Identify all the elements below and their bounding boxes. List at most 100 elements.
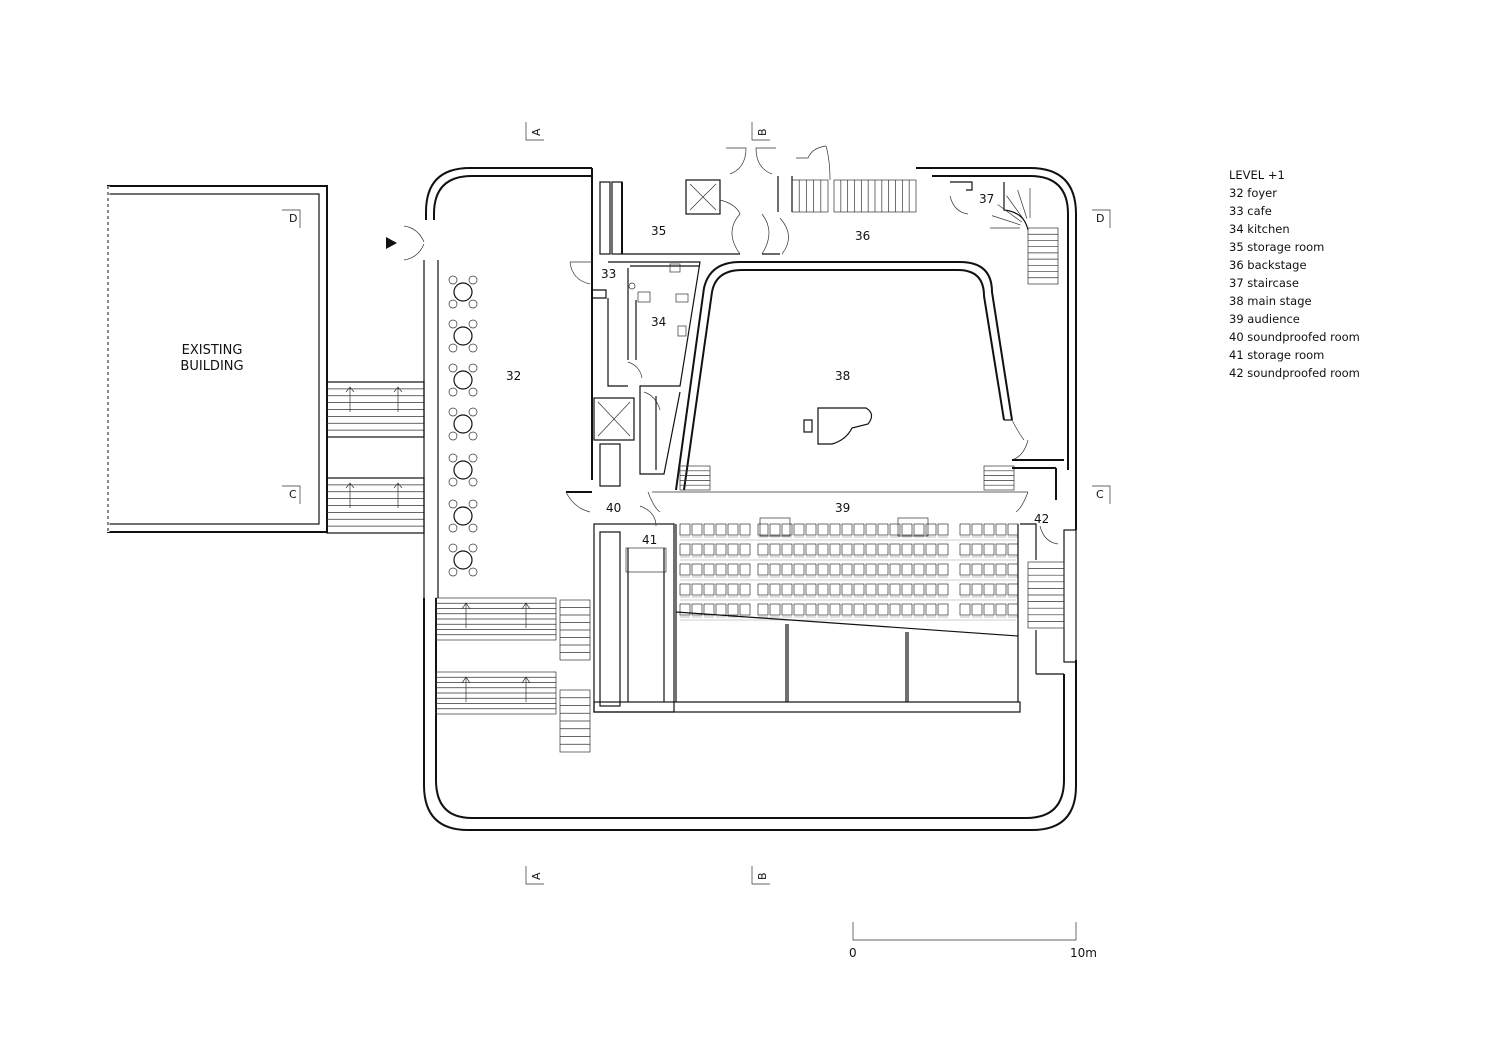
seat-icon — [913, 563, 925, 576]
legend-item: 40 soundproofed room — [1229, 330, 1360, 344]
legend-item: 42 soundproofed room — [1229, 366, 1360, 380]
seat-icon — [925, 523, 937, 536]
seat-icon — [1007, 563, 1019, 576]
existing-building-label-line2: BUILDING — [180, 359, 243, 374]
seat-icon — [781, 583, 793, 596]
seat-icon — [937, 563, 949, 576]
room-label-33: 33 — [601, 267, 616, 281]
legend-item: 33 cafe — [1229, 204, 1272, 218]
interior-walls — [569, 168, 701, 487]
seat-icon — [703, 523, 715, 536]
room-label-38: 38 — [835, 369, 850, 383]
seat-icon — [995, 543, 1007, 556]
room-label-34: 34 — [651, 315, 666, 329]
seat-icon — [1007, 543, 1019, 556]
existing-building: EXISTING BUILDING — [106, 185, 328, 533]
section-marker-b-top: B — [756, 128, 769, 136]
seat-icon — [757, 563, 769, 576]
room-label-39: 39 — [835, 501, 850, 515]
cafe-table-icon — [453, 282, 473, 302]
seat-icon — [805, 563, 817, 576]
cafe-table-icon — [453, 414, 473, 434]
seat-icon — [913, 523, 925, 536]
seat-icon — [781, 563, 793, 576]
seat-icon — [959, 563, 971, 576]
seat-icon — [793, 563, 805, 576]
seat-icon — [691, 603, 703, 616]
seat-icon — [983, 583, 995, 596]
seat-icon — [757, 583, 769, 596]
seat-icon — [913, 583, 925, 596]
seat-icon — [715, 563, 727, 576]
seat-icon — [769, 523, 781, 536]
seat-icon — [925, 603, 937, 616]
room-label-40: 40 — [606, 501, 621, 515]
seat-icon — [703, 543, 715, 556]
seat-icon — [853, 583, 865, 596]
scale-bar: 0 10m — [849, 922, 1097, 960]
room-label-32: 32 — [506, 369, 521, 383]
seat-icon — [925, 543, 937, 556]
section-marker-c-right: C — [1096, 488, 1104, 501]
seat-icon — [817, 523, 829, 536]
seat-icon — [817, 603, 829, 616]
seat-icon — [995, 603, 1007, 616]
seat-icon — [817, 583, 829, 596]
seat-icon — [841, 563, 853, 576]
connecting-bridges — [326, 381, 425, 534]
seat-icon — [937, 523, 949, 536]
seat-icon — [865, 583, 877, 596]
seat-icon — [971, 603, 983, 616]
main-stage — [675, 261, 1064, 500]
seat-icon — [913, 543, 925, 556]
scale-bar-end: 10m — [1070, 946, 1097, 960]
seat-icon — [959, 583, 971, 596]
seat-icon — [727, 563, 739, 576]
room-label-41: 41 — [642, 533, 657, 547]
legend-item: 36 backstage — [1229, 258, 1307, 272]
seat-icon — [971, 523, 983, 536]
seat-icon — [805, 543, 817, 556]
seat-icon — [853, 603, 865, 616]
seat-icon — [703, 583, 715, 596]
legend-item: 37 staircase — [1229, 276, 1299, 290]
seat-icon — [937, 543, 949, 556]
seat-icon — [901, 603, 913, 616]
seat-icon — [983, 543, 995, 556]
seat-icon — [757, 603, 769, 616]
seat-icon — [937, 583, 949, 596]
seat-icon — [793, 603, 805, 616]
seat-icon — [925, 583, 937, 596]
seat-icon — [727, 543, 739, 556]
seat-icon — [829, 543, 841, 556]
seat-icon — [805, 583, 817, 596]
entrance-arrow-icon — [386, 237, 397, 249]
section-marker-a-bottom: A — [530, 872, 543, 880]
seat-icon — [829, 563, 841, 576]
seat-icon — [739, 543, 751, 556]
seat-icon — [877, 563, 889, 576]
seat-icon — [889, 583, 901, 596]
seat-icon — [757, 543, 769, 556]
seat-icon — [1007, 523, 1019, 536]
section-marker-d-left: D — [289, 212, 297, 225]
seat-icon — [877, 543, 889, 556]
section-marker-a-top: A — [530, 128, 543, 136]
seat-icon — [679, 583, 691, 596]
seat-icon — [769, 563, 781, 576]
seat-icon — [739, 563, 751, 576]
seat-icon — [971, 543, 983, 556]
room-labels: 32 33 34 35 36 37 38 39 40 41 42 — [506, 192, 1049, 547]
seat-icon — [757, 523, 769, 536]
seat-icon — [769, 543, 781, 556]
seat-icon — [1007, 583, 1019, 596]
seat-icon — [715, 543, 727, 556]
cafe-table-icon — [453, 550, 473, 570]
seat-icon — [853, 543, 865, 556]
seat-icon — [877, 603, 889, 616]
seat-icon — [1007, 603, 1019, 616]
seat-icon — [853, 563, 865, 576]
seat-icon — [691, 563, 703, 576]
seat-icon — [817, 543, 829, 556]
seat-icon — [983, 523, 995, 536]
